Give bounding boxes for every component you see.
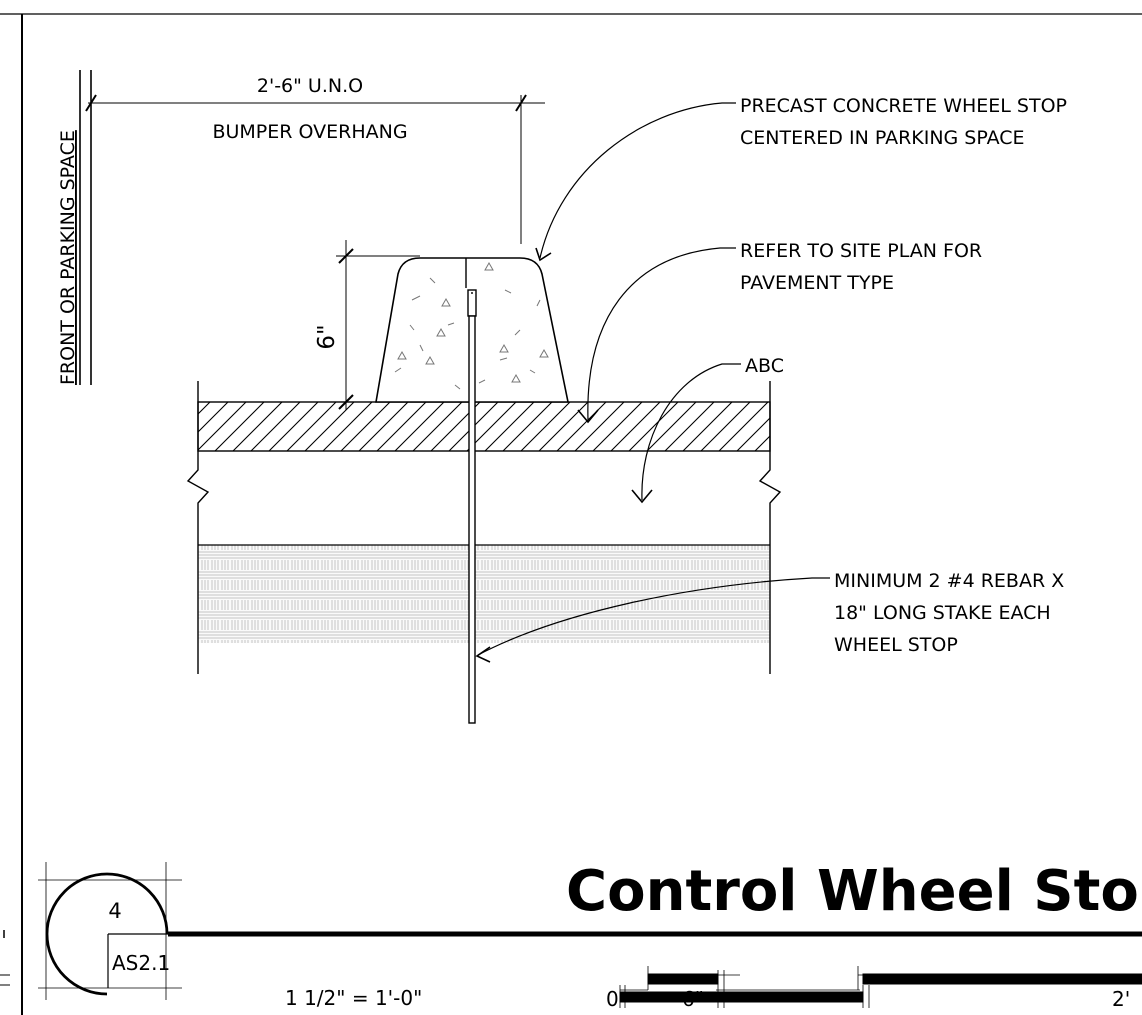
note-pavement-line2: PAVEMENT TYPE — [740, 272, 894, 294]
sheet-number: AS2.1 — [112, 951, 170, 975]
subgrade-soil-layer — [198, 545, 770, 643]
detail-callout-bubble — [38, 862, 190, 1000]
note-rebar-line3: WHEEL STOP — [834, 634, 958, 656]
overhang-dimension-line — [85, 94, 545, 244]
note-base: ABC — [745, 355, 784, 377]
scale-tick-0: 0 — [606, 987, 619, 1011]
scale-tick-6in: 6" — [682, 987, 704, 1011]
reference-edge-label: FRONT OR PARKING SPACE — [57, 130, 79, 385]
note-wheel-stop-line2: CENTERED IN PARKING SPACE — [740, 127, 1025, 149]
section-break-lines — [186, 381, 782, 674]
overhang-value: 2'-6" U.N.O — [257, 75, 363, 97]
detail-number: 4 — [108, 899, 121, 923]
rebar-stake — [465, 258, 477, 724]
note-pavement-line1: REFER TO SITE PLAN FOR — [740, 240, 982, 262]
pavement-layer — [197, 401, 771, 452]
drawing-title: Control Wheel Stop — [566, 859, 1142, 924]
graphic-scale-bar — [619, 966, 1142, 1008]
scale-tick-2ft: 2' — [1112, 987, 1130, 1011]
height-value: 6" — [314, 324, 340, 349]
overhang-label: BUMPER OVERHANG — [212, 121, 407, 143]
leader-lines — [475, 102, 830, 663]
height-dimension-line — [336, 240, 420, 410]
scale-label: 1 1/2" = 1'-0" — [285, 986, 422, 1010]
note-wheel-stop-line1: PRECAST CONCRETE WHEEL STOP — [740, 95, 1067, 117]
sheet-border — [0, 13, 1142, 1015]
note-rebar-line1: MINIMUM 2 #4 REBAR X — [834, 570, 1064, 592]
note-rebar-line2: 18" LONG STAKE EACH — [834, 602, 1051, 624]
reference-edge — [79, 70, 92, 385]
